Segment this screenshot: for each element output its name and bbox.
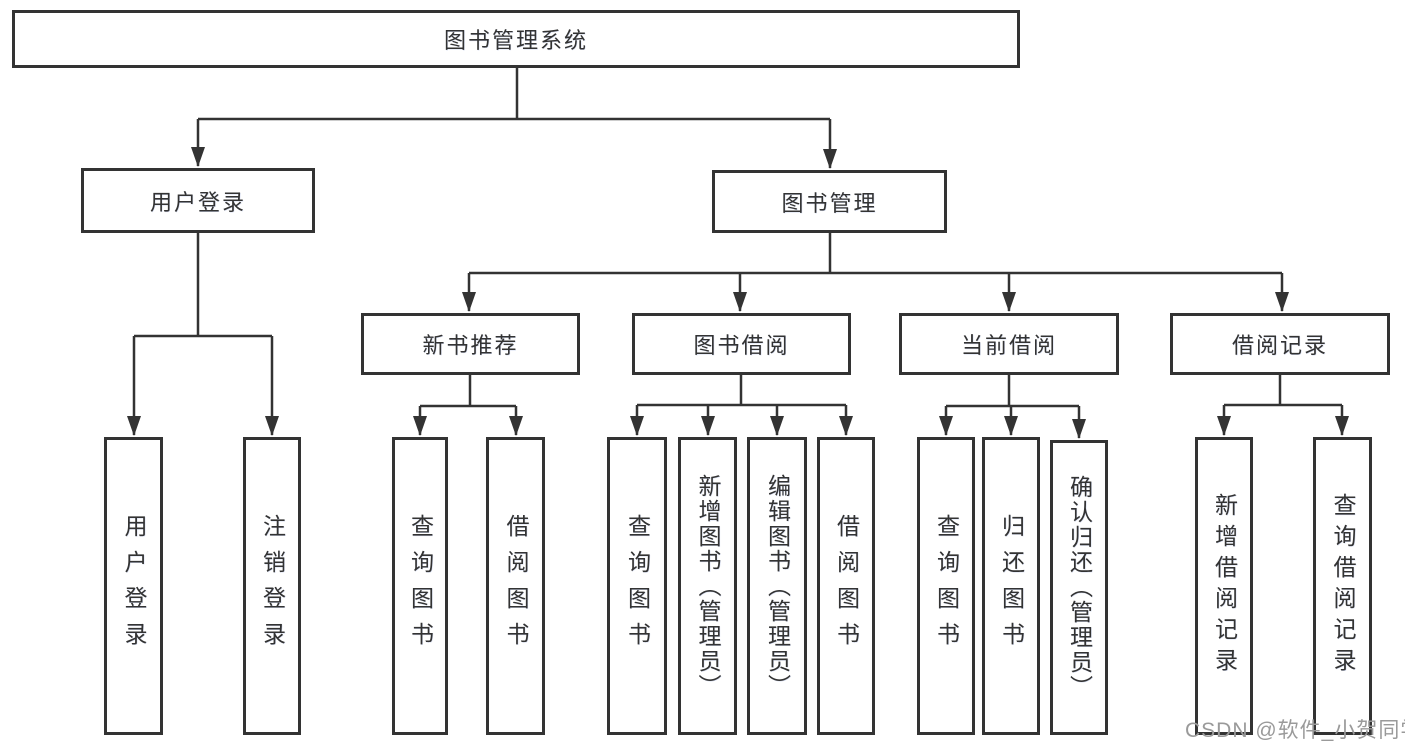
leaf-label: 查询图书 bbox=[624, 514, 651, 658]
leaf-label: 查询图书 bbox=[933, 514, 960, 658]
leaf-query-book-3: 查询图书 bbox=[917, 437, 975, 735]
leaf-query-borrow-record: 查询借阅记录 bbox=[1313, 437, 1372, 735]
csdn-watermark: CSDN @软件_小贺同学 bbox=[1185, 719, 1405, 742]
node-new-book-recommend: 新书推荐 bbox=[361, 313, 580, 375]
leaf-label: 借阅图书 bbox=[833, 514, 860, 658]
leaf-return-book: 归还图书 bbox=[982, 437, 1040, 735]
leaf-query-book-2: 查询图书 bbox=[607, 437, 667, 735]
leaf-label: 查询借阅记录 bbox=[1330, 493, 1356, 679]
leaf-label: 确认归还（管理员） bbox=[1066, 475, 1093, 700]
leaf-add-borrow-record: 新增借阅记录 bbox=[1195, 437, 1253, 735]
node-book-borrow: 图书借阅 bbox=[632, 313, 851, 375]
leaf-logout: 注销登录 bbox=[243, 437, 301, 735]
leaf-borrow-book-2: 借阅图书 bbox=[817, 437, 875, 735]
leaf-label: 归还图书 bbox=[998, 514, 1025, 658]
leaf-add-book-admin: 新增图书（管理员） bbox=[678, 437, 737, 735]
node-label: 新书推荐 bbox=[422, 333, 519, 358]
leaf-label: 用户登录 bbox=[121, 514, 147, 658]
node-library-management-system: 图书管理系统 bbox=[12, 10, 1020, 68]
leaf-label: 借阅图书 bbox=[503, 514, 529, 658]
leaf-label: 查询图书 bbox=[407, 514, 434, 658]
leaf-label: 新增图书（管理员） bbox=[695, 473, 721, 699]
node-label: 图书借阅 bbox=[693, 333, 790, 358]
leaf-query-book-1: 查询图书 bbox=[392, 437, 448, 735]
node-current-borrow: 当前借阅 bbox=[899, 313, 1119, 375]
node-book-management: 图书管理 bbox=[712, 170, 947, 233]
leaf-label: 编辑图书（管理员） bbox=[764, 473, 791, 699]
leaf-borrow-book-1: 借阅图书 bbox=[486, 437, 545, 735]
leaf-label: 注销登录 bbox=[259, 514, 286, 658]
node-label: 图书管理系统 bbox=[443, 28, 588, 53]
node-label: 借阅记录 bbox=[1231, 333, 1328, 358]
leaf-label: 新增借阅记录 bbox=[1211, 493, 1238, 679]
leaf-edit-book-admin: 编辑图书（管理员） bbox=[747, 437, 807, 735]
node-label: 用户登录 bbox=[149, 189, 246, 215]
leaf-confirm-return-admin: 确认归还（管理员） bbox=[1050, 440, 1108, 735]
leaf-user-login: 用户登录 bbox=[104, 437, 163, 735]
node-label: 当前借阅 bbox=[960, 333, 1057, 358]
node-borrow-record: 借阅记录 bbox=[1170, 313, 1390, 375]
node-user-login: 用户登录 bbox=[81, 168, 315, 233]
node-label: 图书管理 bbox=[781, 190, 878, 216]
